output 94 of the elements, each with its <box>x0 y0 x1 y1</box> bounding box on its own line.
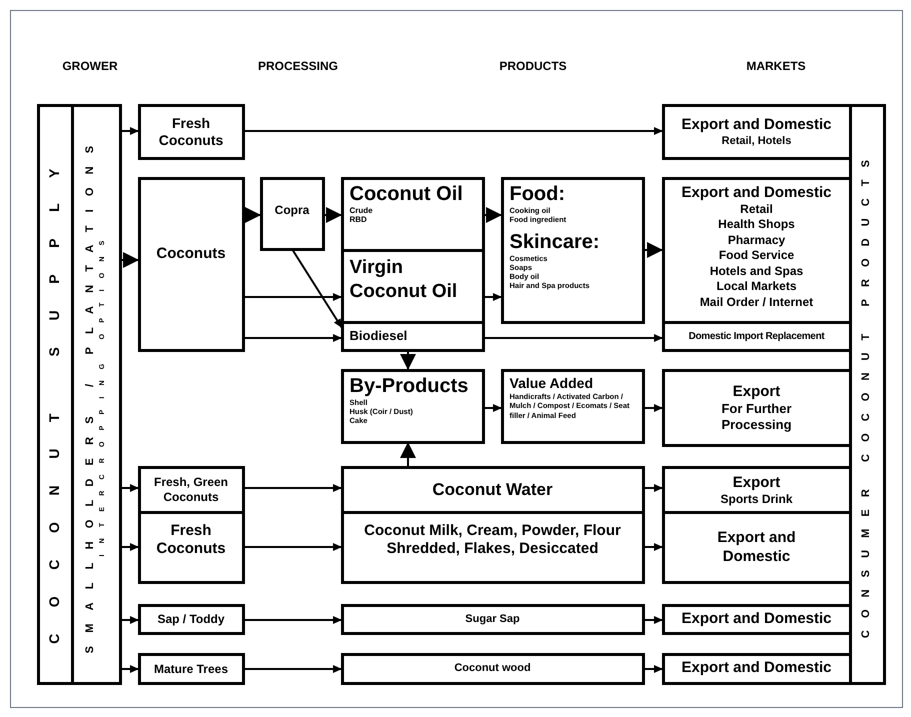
arrow <box>243 665 342 673</box>
node-text: Retail <box>740 202 773 217</box>
node-title: SMALLHOLDERS / PLANTATIONS <box>82 132 96 653</box>
node-title: Sap / Toddy <box>157 611 225 628</box>
arrow <box>120 616 139 624</box>
process-box <box>138 176 244 352</box>
process-box <box>138 466 244 514</box>
column-heading: GROWER <box>62 58 118 75</box>
process-box <box>500 368 644 444</box>
node-title: Export and Domestic <box>716 528 796 566</box>
node-text: Pharmacy <box>728 232 786 248</box>
node-title: Coconuts <box>156 244 226 264</box>
node-title: By-Products <box>350 374 468 398</box>
column-heading: PROCESSING <box>258 58 338 75</box>
arrow <box>483 207 502 223</box>
node-title: Sugar Sap <box>465 612 520 627</box>
node-title: Export and Domestic <box>681 184 832 202</box>
process-box <box>662 466 852 514</box>
arrow <box>643 242 663 258</box>
node-title: Export and Domestic <box>681 116 832 134</box>
vertical-band <box>848 104 886 684</box>
process-box <box>662 368 852 446</box>
node-title: Biodiesel <box>350 327 408 346</box>
node-title: Virgin Coconut Oil <box>350 256 458 304</box>
arrow <box>400 442 416 467</box>
arrow <box>120 252 139 268</box>
arrow <box>243 127 663 135</box>
vertical-band <box>36 104 74 684</box>
node-title: Value Added <box>510 374 594 392</box>
node-title: Coconut wood <box>454 661 531 676</box>
node-title: Domestic Import Replacement <box>688 330 824 344</box>
node-text: Food Service <box>718 248 794 264</box>
process-box <box>662 104 852 160</box>
node-title: CONSUMER COCONUT PRODUCTS <box>858 147 872 638</box>
process-box <box>138 104 244 160</box>
process-box <box>340 466 644 514</box>
arrow <box>643 665 663 673</box>
process-box <box>500 176 644 324</box>
arrow <box>243 334 342 342</box>
process-box <box>260 176 324 250</box>
arrow <box>243 543 342 551</box>
arrow <box>400 350 416 370</box>
node-title: COCONUT SUPPLY <box>44 142 62 644</box>
column-heading: PRODUCTS <box>499 58 567 75</box>
node-title: Coconut Water <box>432 478 553 501</box>
node-title: Coconut Milk, Cream, Powder, Flour Shredded, Flakes, Desiccated <box>363 522 622 558</box>
node-text: Mail Order / Internet <box>700 294 814 310</box>
process-box <box>340 604 644 634</box>
node-text: Sports Drink <box>720 492 792 506</box>
column-heading: MARKETS <box>746 58 806 75</box>
arrow <box>643 543 663 551</box>
process-box <box>340 652 644 684</box>
arrow <box>483 334 663 342</box>
node-text: RBD <box>350 214 367 224</box>
node-text: Hotels and Spas <box>710 264 804 279</box>
node-title: Copra <box>274 202 310 218</box>
arrow <box>291 248 343 329</box>
process-box <box>662 176 852 324</box>
process-box <box>138 652 244 684</box>
node-text: Retail, Hotels <box>722 134 792 148</box>
arrow <box>243 616 342 624</box>
arrow <box>483 293 502 301</box>
node-title: Fresh Coconuts <box>155 522 227 558</box>
arrow <box>243 484 342 492</box>
node-text: Health Shops <box>718 217 795 232</box>
process-box <box>340 176 484 252</box>
process-box <box>340 368 484 444</box>
node-title: Export <box>732 382 780 400</box>
arrow <box>643 484 663 492</box>
node-title: Export and Domestic <box>681 608 832 629</box>
process-box <box>138 604 244 634</box>
arrow <box>120 127 139 135</box>
arrow <box>243 293 342 301</box>
node-title: Export and Domestic <box>681 658 832 678</box>
arrow <box>643 616 663 624</box>
node-title: Fresh, Green Coconuts <box>152 474 230 504</box>
arrow <box>243 207 261 223</box>
node-text: For Further Processing <box>720 400 793 432</box>
node-title: Fresh Coconuts <box>158 114 224 148</box>
arrow <box>120 665 139 673</box>
node-title: Food: <box>510 182 566 206</box>
arrow <box>120 543 139 551</box>
process-box <box>662 652 852 684</box>
node-title: Mature Trees <box>154 660 228 678</box>
arrow <box>120 484 139 492</box>
arrow <box>483 404 502 412</box>
node-text: Crude <box>350 206 373 214</box>
node-title: Export <box>732 474 780 492</box>
process-box <box>662 604 852 634</box>
node-text: Skincare: <box>510 230 600 254</box>
node-text: Local Markets <box>716 279 797 294</box>
arrow <box>643 404 663 412</box>
node-title: Coconut Oil <box>350 182 463 206</box>
arrow <box>323 207 342 223</box>
